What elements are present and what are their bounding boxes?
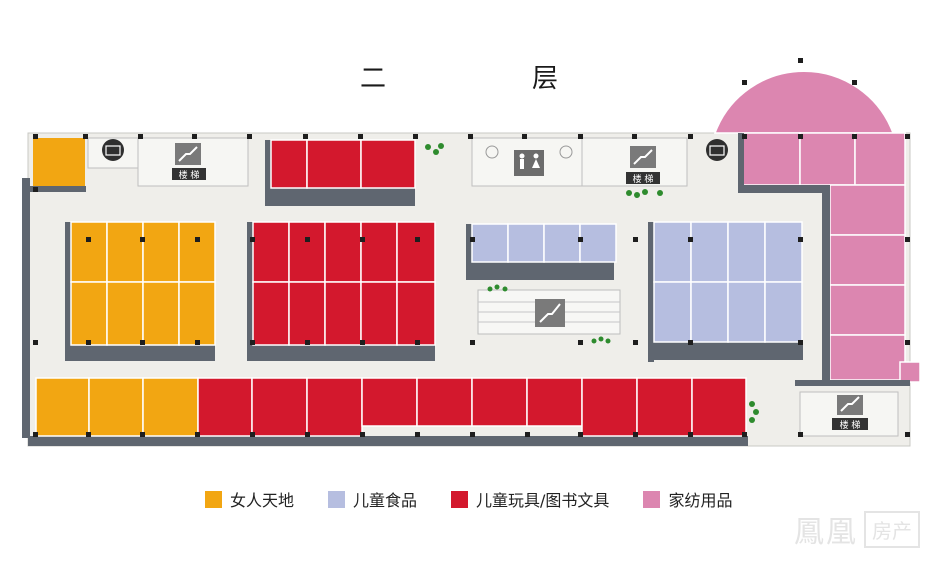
zone-food-right xyxy=(648,221,803,362)
zone-toys-top xyxy=(265,139,416,206)
zone-women-block xyxy=(65,221,216,361)
floor-title: 二 层 xyxy=(359,64,618,94)
legend-label: 家纺用品 xyxy=(668,491,733,510)
watermark-logo: 鳳凰 xyxy=(794,515,858,550)
zone-toys-block xyxy=(247,221,436,361)
elevator-icon-2 xyxy=(706,139,728,161)
columns xyxy=(33,58,910,437)
watermark: 鳳凰 房产 xyxy=(794,507,920,551)
legend: 女人天地 儿童食品 儿童玩具/图书文具 家纺用品 xyxy=(205,487,732,511)
planters xyxy=(425,143,759,423)
legend-label: 儿童玩具/图书文具 xyxy=(476,491,610,510)
legend-swatch xyxy=(205,490,222,508)
legend-swatch xyxy=(328,490,346,508)
legend-item-toys: 儿童玩具/图书文具 xyxy=(451,487,609,511)
legend-item-textiles: 家纺用品 xyxy=(643,487,732,511)
stair-icon-2 xyxy=(626,146,660,184)
zone-textiles xyxy=(713,70,921,386)
restroom-icon xyxy=(485,145,573,176)
legend-swatch xyxy=(451,490,469,508)
legend-swatch xyxy=(643,490,661,508)
watermark-text: 房产 xyxy=(864,510,920,548)
legend-label: 女人天地 xyxy=(230,491,295,510)
zone-bottom-row xyxy=(34,377,747,444)
zone-food-center xyxy=(466,223,617,280)
legend-label: 儿童食品 xyxy=(353,491,418,510)
stair-label-1: 楼 梯 xyxy=(179,169,200,181)
floor-plan: 楼 梯 楼 梯 楼 梯 xyxy=(22,58,921,447)
stair-label-2: 楼 梯 xyxy=(633,173,654,185)
stair-icon-1 xyxy=(172,143,206,180)
legend-item-women: 女人天地 xyxy=(205,487,294,511)
stair-label-3: 楼 梯 xyxy=(840,419,861,431)
escalator xyxy=(477,289,621,335)
elevator-icon-1 xyxy=(102,139,124,161)
stair-icon-3 xyxy=(832,395,868,430)
zone-women-topleft xyxy=(28,138,86,192)
legend-item-food: 儿童食品 xyxy=(328,487,417,511)
